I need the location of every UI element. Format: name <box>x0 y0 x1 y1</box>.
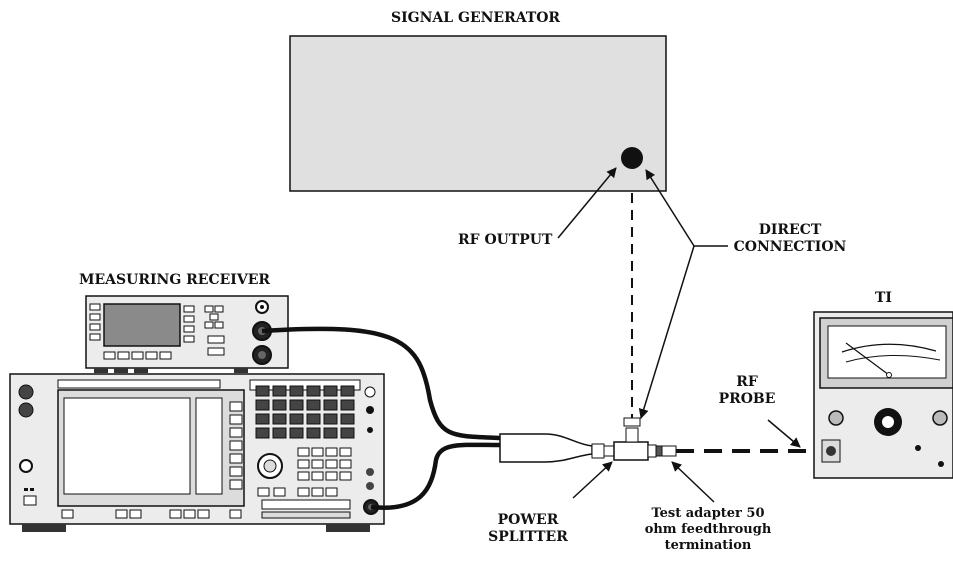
rf-probe-line2: PROBE <box>718 391 776 407</box>
power-splitter <box>591 417 677 461</box>
power-splitter-line2: SPLITTER <box>488 529 568 545</box>
rf-probe-label: RF PROBE <box>715 374 779 408</box>
power-splitter-line1: POWER <box>497 512 559 528</box>
power-splitter-arrow <box>572 461 613 499</box>
test-adapter-line3: termination <box>664 538 752 553</box>
receiver-cable <box>261 326 501 441</box>
test-adapter-line1: Test adapter 50 <box>651 506 765 521</box>
rf-probe-line1: RF <box>736 374 758 390</box>
test-adapter-label: Test adapter 50 ohm feedthrough terminat… <box>628 506 788 554</box>
signal-generator-label: SIGNAL GENERATOR <box>391 10 561 26</box>
rf-output-label: RF OUTPUT <box>458 232 553 248</box>
direct-connection-line1: DIRECT <box>758 222 822 238</box>
test-adapter-arrow <box>671 461 715 503</box>
rf-output-connector <box>621 147 643 169</box>
measuring-receiver-label: MEASURING RECEIVER <box>79 272 270 288</box>
direct-connection-arrow-bottom <box>638 245 695 419</box>
test-adapter-line2: ohm feedthrough <box>644 522 772 537</box>
splitter-cable-body <box>499 433 593 463</box>
rf-probe-arrow <box>767 419 801 448</box>
direct-connection-label: DIRECT CONNECTION <box>730 222 850 256</box>
rf-output-arrow <box>557 167 617 239</box>
analyzer-cable <box>370 442 501 510</box>
direct-connection-line2: CONNECTION <box>733 239 847 255</box>
analyzer-unit <box>9 373 385 532</box>
measuring-receiver <box>85 295 289 373</box>
ti-instrument <box>813 311 953 479</box>
power-splitter-label: POWER SPLITTER <box>476 512 580 546</box>
ti-label: TI <box>875 290 892 306</box>
signal-generator-box <box>289 35 667 192</box>
direct-connection-arrow-top <box>645 169 695 247</box>
